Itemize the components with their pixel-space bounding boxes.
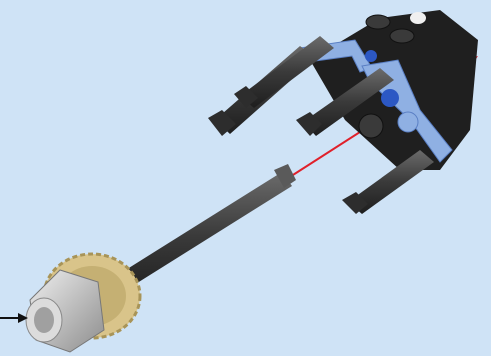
bracket-axle-4 — [342, 150, 434, 214]
differential-gear — [26, 254, 140, 352]
pointer-arrow-icon — [0, 313, 28, 323]
bracket-part — [300, 10, 478, 170]
